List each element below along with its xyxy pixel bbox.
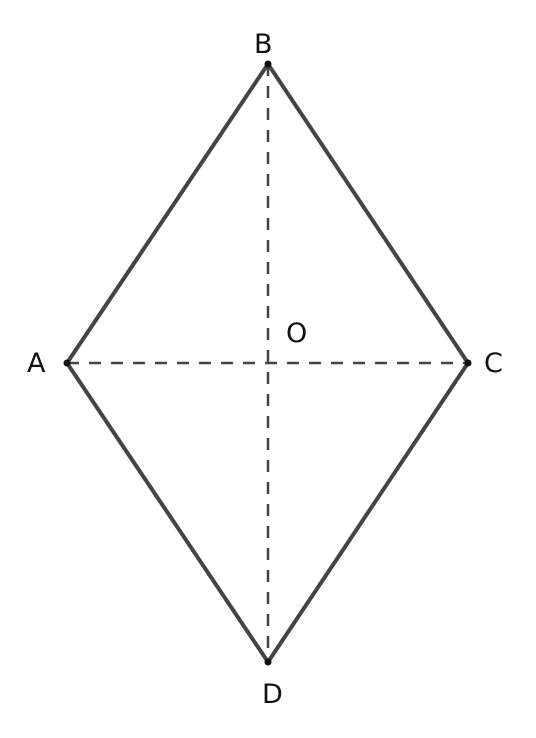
side-bc (266, 62, 470, 365)
vertex-c (464, 359, 472, 367)
vertex-b (264, 60, 272, 68)
label-o: O (286, 318, 307, 349)
label-a: A (27, 348, 46, 379)
side-ab (65, 62, 270, 365)
side-da (65, 361, 270, 664)
label-b: B (254, 29, 273, 60)
label-d: D (262, 679, 283, 710)
label-c: C (484, 348, 503, 379)
vertex-d (264, 658, 272, 666)
vertex-a (63, 359, 71, 367)
side-cd (266, 361, 470, 664)
